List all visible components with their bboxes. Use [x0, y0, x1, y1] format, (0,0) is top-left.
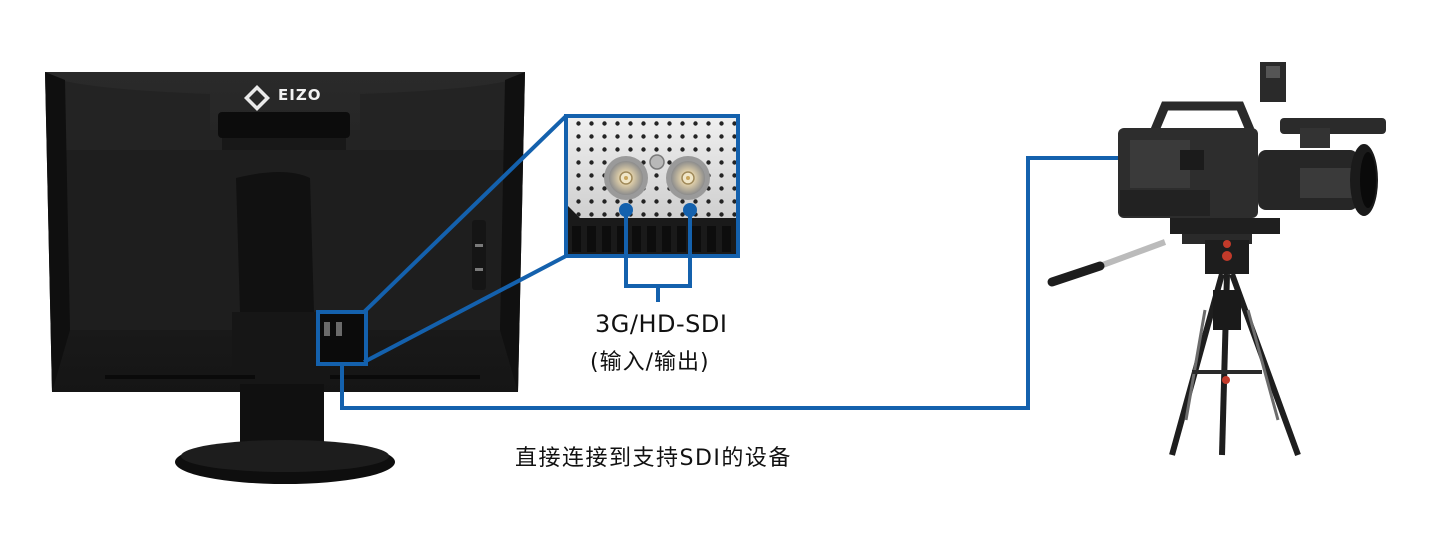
monitor-brand-label: EIZO — [278, 86, 322, 104]
broadcast-camera — [1047, 62, 1386, 457]
eizo-logo-icon — [244, 85, 270, 111]
monitor-rear — [45, 72, 525, 484]
port-direction-label: (输入/输出) — [590, 350, 710, 375]
port-zoom-callout — [316, 114, 740, 366]
port-type-label: 3G/HD-SDI — [595, 310, 728, 338]
sdi-cable-line — [340, 156, 1118, 410]
bnc-connector-icon — [604, 156, 648, 200]
diagram-caption: 直接连接到支持SDI的设备 — [515, 446, 792, 471]
bnc-connector-icon — [666, 156, 710, 200]
usb-icon — [475, 244, 483, 271]
